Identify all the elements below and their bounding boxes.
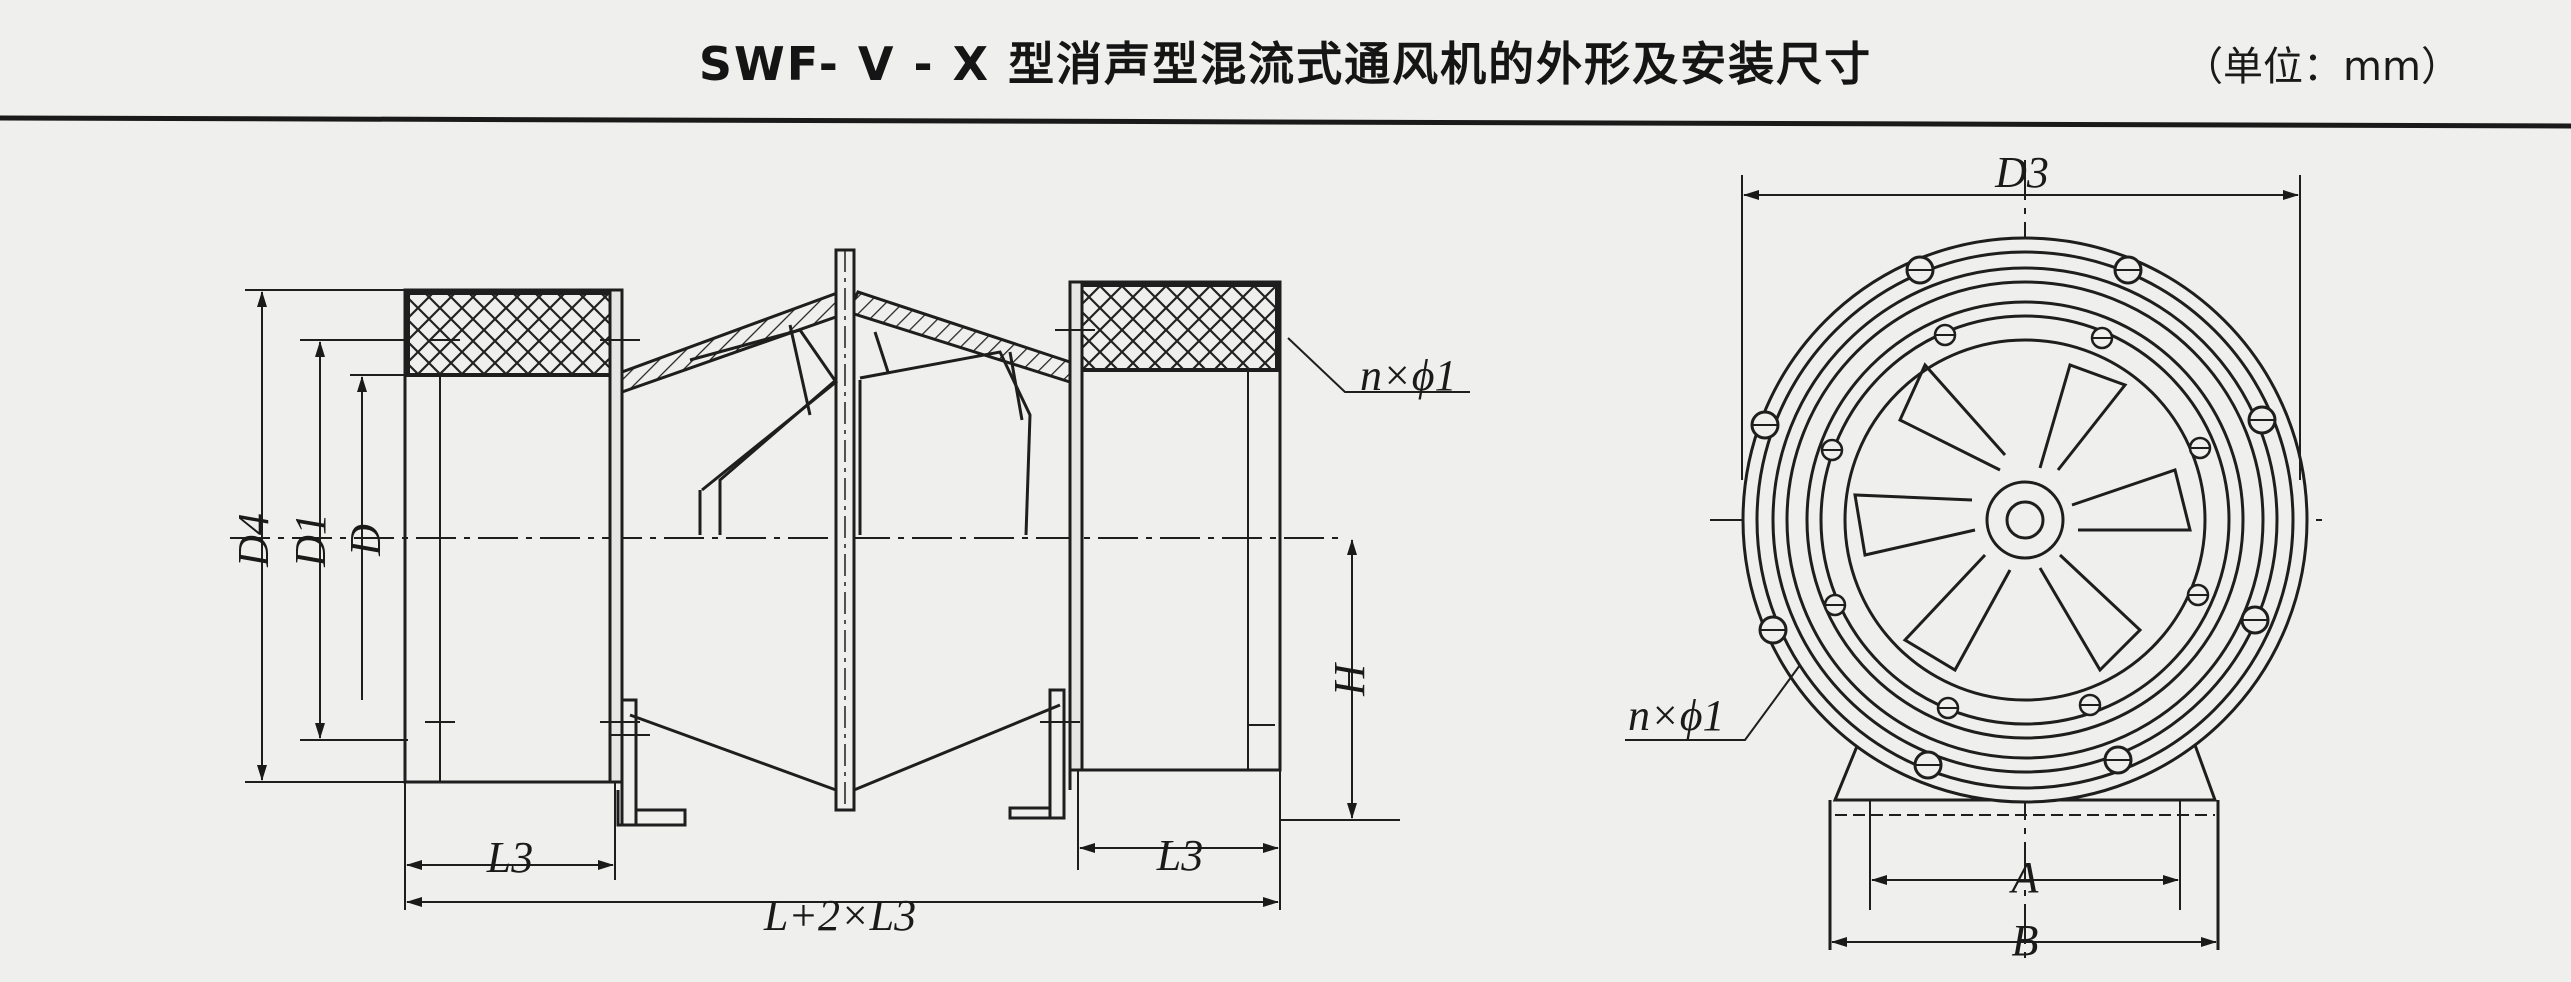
label-D3: D3 (1994, 148, 2049, 197)
unit-note: （单位：mm） (2183, 44, 2461, 90)
front-impeller-blades (1853, 362, 2192, 673)
holes-leader-side (1287, 337, 1470, 393)
impeller-ring (1843, 338, 2207, 702)
label-total: L+2×L3 (763, 891, 916, 940)
hub-outer (1985, 480, 2065, 560)
holes-leader-front (1625, 664, 1801, 741)
label-D: D (341, 524, 390, 557)
label-holes-front: n×ϕ1 (1628, 691, 1724, 740)
page-title: SWF- V - X 型消声型混流式通风机的外形及安装尺寸 (698, 37, 1873, 91)
left-acoustic-liner (406, 291, 614, 377)
label-D1: D1 (286, 513, 335, 568)
front-view (1625, 160, 2325, 960)
lower-diffuser (629, 703, 1061, 792)
inner-flange-ring (1805, 300, 2245, 740)
side-dimensions (245, 289, 1470, 910)
hub-inner (2005, 500, 2045, 540)
right-mounting-foot (1008, 688, 1080, 820)
impeller-blades (689, 324, 1032, 536)
label-D4: D4 (229, 513, 278, 568)
right-acoustic-liner (1079, 283, 1279, 372)
label-B: B (2012, 916, 2039, 965)
inner-bolt-holes (1820, 323, 2212, 720)
label-A: A (2009, 853, 2040, 902)
right-silencer (1068, 280, 1282, 772)
label-L3-right: L3 (1156, 831, 1203, 880)
side-view (230, 248, 1470, 910)
flange-bolts (425, 329, 1275, 726)
outer-bolt-holes (1750, 255, 2277, 780)
left-silencer (403, 288, 624, 784)
label-L3-left: L3 (486, 833, 533, 882)
left-mounting-foot (610, 698, 687, 827)
label-H: H (1325, 662, 1374, 697)
front-dimensions (1625, 175, 2301, 947)
header-rule (0, 115, 2571, 129)
label-holes-side: n×ϕ1 (1360, 351, 1456, 400)
